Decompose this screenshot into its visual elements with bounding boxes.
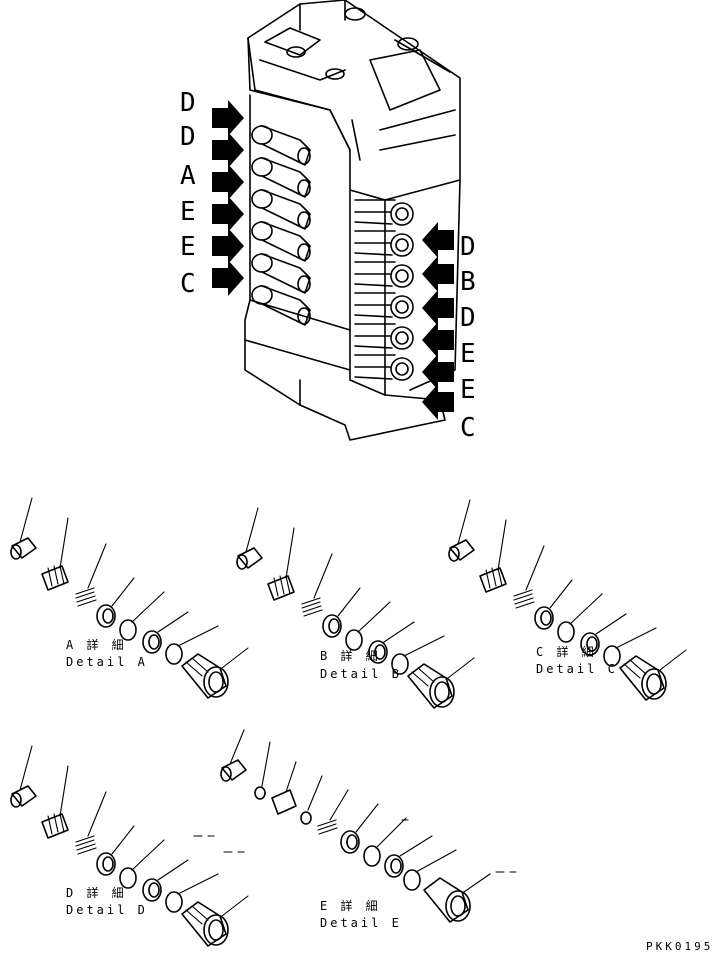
arrow-left-6 — [212, 260, 244, 296]
detail-a-en: Detail A — [66, 655, 148, 669]
detail-a-jp: A 詳 細 — [66, 637, 127, 652]
left-label-4: E — [180, 197, 196, 227]
drawing-code: PKK0195 — [646, 940, 713, 953]
right-arrows — [422, 222, 454, 420]
right-label-4: E — [460, 339, 476, 369]
arrow-left-5 — [212, 228, 244, 264]
left-port-labels: D D A E E C — [180, 88, 196, 299]
right-label-1: D — [460, 232, 476, 262]
arrow-right-5 — [422, 354, 454, 390]
left-label-5: E — [180, 232, 196, 262]
detail-b-en: Detail B — [320, 667, 402, 681]
detail-c-en: Detail C — [536, 662, 618, 676]
detail-d-en: Detail D — [66, 903, 148, 917]
arrow-left-3 — [212, 164, 244, 200]
left-label-1: D — [180, 88, 196, 118]
left-label-2: D — [180, 122, 196, 152]
left-label-6: C — [180, 269, 196, 299]
arrow-right-1 — [422, 222, 454, 258]
detail-b-jp: B 詳 細 — [320, 648, 381, 663]
detail-e-parts — [220, 729, 517, 923]
arrow-left-4 — [212, 196, 244, 232]
control-valve-block — [244, 0, 461, 441]
arrow-right-2 — [422, 256, 454, 292]
right-label-6: C — [460, 413, 476, 443]
right-port-labels: D B D E E C — [460, 232, 476, 443]
arrow-right-6 — [422, 384, 454, 420]
arrow-right-4 — [422, 322, 454, 358]
detail-e-jp: E 詳 細 — [320, 898, 381, 913]
arrow-right-3 — [422, 290, 454, 326]
detail-d-jp: D 詳 細 — [66, 885, 127, 900]
right-label-2: B — [460, 267, 476, 297]
left-spools — [251, 125, 311, 326]
right-caps — [354, 199, 414, 381]
arrow-left-1 — [212, 100, 244, 136]
detail-c-jp: C 詳 細 — [536, 644, 597, 659]
detail-e-en: Detail E — [320, 916, 402, 930]
detail-captions: A 詳 細 Detail A B 詳 細 Detail B C 詳 細 Deta… — [66, 637, 618, 930]
arrow-left-2 — [212, 132, 244, 168]
right-label-5: E — [460, 375, 476, 405]
right-label-3: D — [460, 303, 476, 333]
left-label-3: A — [180, 161, 196, 191]
left-arrows — [212, 100, 244, 296]
